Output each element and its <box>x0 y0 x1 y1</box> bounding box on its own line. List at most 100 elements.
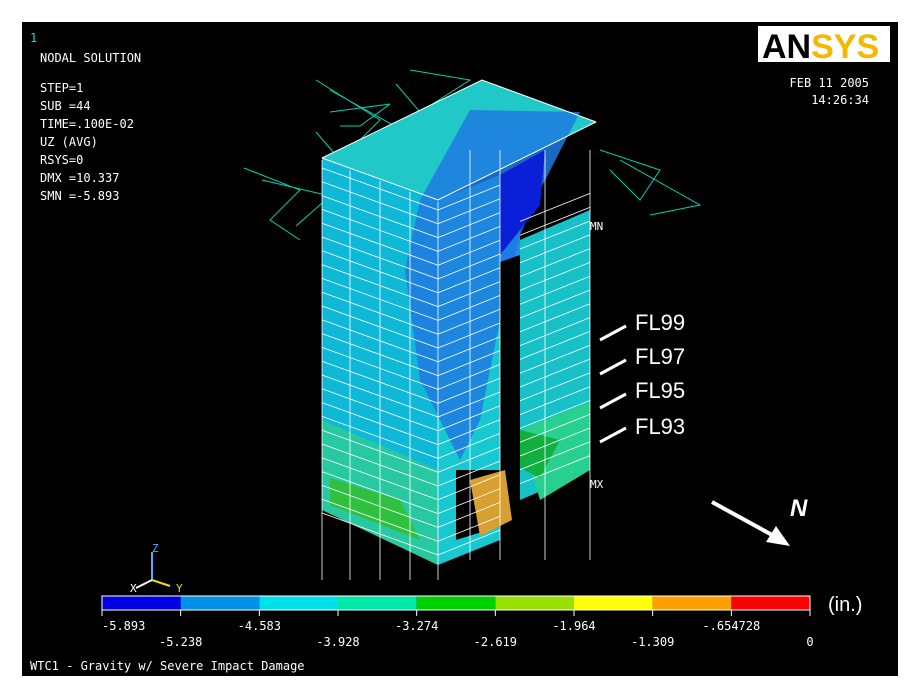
legend-label: -4.583 <box>238 619 281 633</box>
date-stamp: FEB 11 2005 <box>790 76 869 90</box>
floor-line <box>519 400 591 429</box>
legend-frame <box>101 595 811 611</box>
fl95-label: FL95 <box>635 378 685 403</box>
roof-edge <box>321 121 597 201</box>
hot-zone <box>470 470 512 536</box>
param-line: SMN =-5.893 <box>40 189 119 203</box>
perimeter-columns <box>321 150 591 580</box>
param-line: DMX =10.337 <box>40 171 119 185</box>
floor-line <box>519 220 591 250</box>
floor-line <box>437 239 501 266</box>
legend-unit: (in.) <box>828 594 862 616</box>
contour-legend: -5.893 -4.583 -3.274 -1.964 -.654728 -5.238 -3… <box>101 595 814 649</box>
min-marker: MN <box>590 220 603 233</box>
floor-line <box>437 308 501 335</box>
floor-line <box>519 206 591 236</box>
legend-label: -5.893 <box>102 619 145 633</box>
max-displacement-zone <box>500 150 545 255</box>
floor-line <box>519 262 591 291</box>
roof-back-edge <box>321 79 597 159</box>
legend-label: -.654728 <box>702 619 760 633</box>
floor-line <box>519 193 591 222</box>
floor-line <box>437 281 501 307</box>
floor-line <box>519 317 591 346</box>
north-arrow-shaft <box>711 500 775 538</box>
floor-line <box>437 405 501 432</box>
triad-z-label: Z <box>152 542 159 555</box>
legend-color-band <box>652 596 732 610</box>
floor-line <box>437 253 501 280</box>
floor-line <box>437 336 501 363</box>
floor-line <box>437 295 501 321</box>
floor-line <box>437 184 501 211</box>
max-marker: MX <box>590 478 604 491</box>
floor-line <box>519 358 591 388</box>
floor-line <box>437 488 501 514</box>
floor-line <box>437 198 501 225</box>
floor-line <box>437 502 501 528</box>
legend-label: -5.238 <box>159 635 202 649</box>
legend-label: -3.928 <box>316 635 359 649</box>
fl95-leader <box>599 392 627 410</box>
fl99-label: FL99 <box>635 310 685 335</box>
floor-line <box>519 441 591 471</box>
floor-line <box>519 413 591 443</box>
legend-color-band <box>416 596 496 610</box>
floor-line <box>437 460 501 487</box>
logo-text: ANSYS <box>762 28 879 66</box>
legend-color-band <box>495 596 574 610</box>
floor-line <box>519 344 591 374</box>
legend-color-band <box>338 596 417 610</box>
legend-label: 0 <box>806 635 813 649</box>
logo-prefix: AN <box>762 28 811 66</box>
legend-color-band <box>574 596 653 610</box>
axis-triad: Z X Y <box>130 542 183 595</box>
plot-caption: WTC1 - Gravity w/ Severe Impact Damage <box>30 659 305 673</box>
legend-label: -1.964 <box>552 619 595 633</box>
floor-line <box>437 377 501 404</box>
legend-color-band <box>731 596 810 610</box>
param-line: STEP=1 <box>40 81 83 95</box>
floor-line <box>519 455 591 484</box>
fl97-leader <box>599 358 627 376</box>
param-line: RSYS=0 <box>40 153 83 167</box>
floor-line <box>519 234 591 264</box>
north-arrow: N <box>711 495 808 546</box>
floor-line <box>437 267 501 294</box>
logo-background <box>758 26 890 62</box>
floor-line <box>437 322 501 349</box>
floor-callouts: FL99 FL97 FL95 FL93 <box>599 310 685 444</box>
floor-line <box>437 212 501 238</box>
floor-line <box>519 386 591 415</box>
param-line: UZ (AVG) <box>40 135 98 149</box>
legend-label: -3.274 <box>395 619 438 633</box>
triad-x-axis <box>135 579 153 589</box>
param-line: TIME=.100E-02 <box>40 117 134 131</box>
ansys-logo: ANSYS <box>758 26 890 66</box>
floor-line <box>437 391 501 418</box>
fl93-leader <box>599 426 627 444</box>
floor-line <box>519 275 591 305</box>
triad-y-label: Y <box>176 582 183 595</box>
window-number: 1 <box>30 31 37 45</box>
floor-line <box>437 350 501 376</box>
fl99-leader <box>599 324 627 342</box>
floor-line <box>519 289 591 319</box>
legend-color-band <box>102 596 181 610</box>
floor-line <box>519 248 591 277</box>
floor-line <box>437 446 501 473</box>
building-model: MN MX <box>243 69 702 580</box>
fl93-label: FL93 <box>635 414 685 439</box>
north-arrow-head <box>766 526 790 546</box>
floor-line <box>519 331 591 360</box>
floor-line <box>437 226 501 252</box>
logo-suffix: SYS <box>811 28 879 66</box>
param-line: SUB =44 <box>40 99 91 113</box>
legend-label: -2.619 <box>474 635 517 649</box>
floor-line <box>437 529 501 556</box>
floor-line <box>519 427 591 457</box>
legend-label: -1.309 <box>631 635 674 649</box>
floor-line <box>437 419 501 445</box>
